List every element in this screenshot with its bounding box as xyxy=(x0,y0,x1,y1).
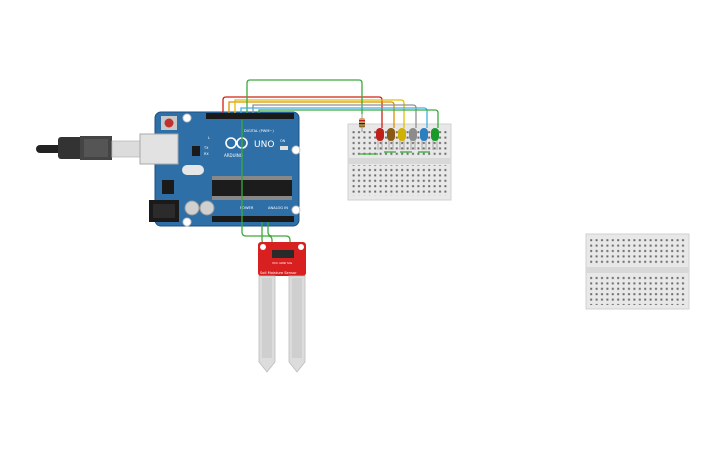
atmega-chip xyxy=(212,180,292,196)
arduino-uno-board[interactable]: UNO ARDUINO DIGITAL (PWM~) POWER ANALOG … xyxy=(139,111,301,227)
wire-green-top[interactable] xyxy=(246,79,363,114)
rx-label: RX xyxy=(204,152,209,156)
led-gray[interactable] xyxy=(409,128,417,150)
reset-button[interactable] xyxy=(164,118,174,128)
power-header-label: POWER xyxy=(240,206,254,210)
wire-sensor-signal[interactable] xyxy=(241,120,273,252)
soil-moisture-sensor[interactable]: VCC GND SIG Soil Moisture Sensor xyxy=(258,242,306,373)
breadboard-jumpers[interactable] xyxy=(360,151,430,155)
led-blue[interactable] xyxy=(420,128,428,150)
wire-red[interactable] xyxy=(222,96,383,128)
board-model-label: UNO xyxy=(254,140,274,150)
led-red[interactable] xyxy=(376,128,384,150)
sensor-pins[interactable] xyxy=(272,250,294,258)
sensor-pins-label: VCC GND SIG xyxy=(272,261,293,265)
digital-header[interactable] xyxy=(206,113,294,119)
analog-header[interactable] xyxy=(212,216,294,222)
breadboard-2[interactable] xyxy=(585,233,690,310)
usb-port xyxy=(139,133,179,165)
wire-sensor-gnd[interactable] xyxy=(267,222,291,252)
usb-cable[interactable] xyxy=(36,136,143,160)
breadboard-1[interactable] xyxy=(347,123,452,201)
wire-green[interactable] xyxy=(258,109,439,128)
sensor-title: Soil Moisture Sensor xyxy=(260,271,297,275)
led-brown[interactable] xyxy=(387,128,395,150)
tx-label: TX xyxy=(203,146,209,150)
wire-blue[interactable] xyxy=(240,107,428,128)
l-label: L xyxy=(208,136,210,140)
analog-header-label: ANALOG IN xyxy=(268,206,288,210)
digital-header-label: DIGITAL (PWM~) xyxy=(244,129,274,133)
resistor[interactable] xyxy=(359,114,365,132)
board-brand-label: ARDUINO xyxy=(224,153,243,158)
wire-yellow[interactable] xyxy=(234,99,405,128)
on-label: ON xyxy=(280,139,286,143)
led-green[interactable] xyxy=(431,128,439,150)
led-yellow[interactable] xyxy=(398,128,406,150)
wires[interactable] xyxy=(222,79,439,252)
